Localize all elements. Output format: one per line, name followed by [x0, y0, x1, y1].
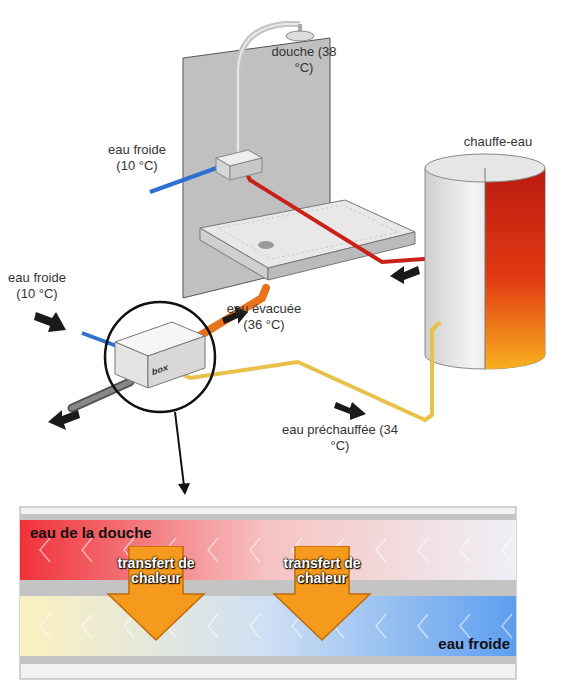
- flow-mark: [502, 614, 512, 638]
- arrow-caption: transfert de chaleur: [270, 546, 374, 586]
- flow-mark: [460, 614, 470, 638]
- flow-mark: [376, 614, 386, 638]
- flow-mark: [208, 538, 218, 562]
- water-band: eau de la douche: [20, 520, 516, 580]
- component-label: eau froide (10 °C): [4, 270, 70, 302]
- component-label: eau préchauffée (34 °C): [280, 422, 400, 454]
- flow-mark: [376, 538, 386, 562]
- flow-mark: [418, 614, 428, 638]
- band-title: eau de la douche: [30, 524, 152, 541]
- heat-transfer-arrow: transfert de chaleur: [104, 546, 208, 642]
- flow-mark: [82, 614, 92, 638]
- water-band: eau froide: [20, 596, 516, 656]
- flow-mark: [460, 538, 470, 562]
- band-title: eau froide: [438, 635, 510, 652]
- component-label: chauffe-eau: [448, 134, 548, 150]
- flow-mark: [250, 614, 260, 638]
- flow-mark: [40, 614, 50, 638]
- component-label: eau froide (10 °C): [100, 142, 174, 174]
- flow-mark: [418, 538, 428, 562]
- flow-mark: [82, 538, 92, 562]
- flow-mark: [250, 538, 260, 562]
- component-label: douche (38 °C): [268, 44, 340, 76]
- heat-transfer-arrow: transfert de chaleur: [270, 546, 374, 642]
- flow-mark: [502, 538, 512, 562]
- flow-mark: [40, 538, 50, 562]
- component-label: eau évacuée (36 °C): [222, 301, 306, 333]
- arrow-caption: transfert de chaleur: [104, 546, 208, 586]
- flow-mark: [208, 614, 218, 638]
